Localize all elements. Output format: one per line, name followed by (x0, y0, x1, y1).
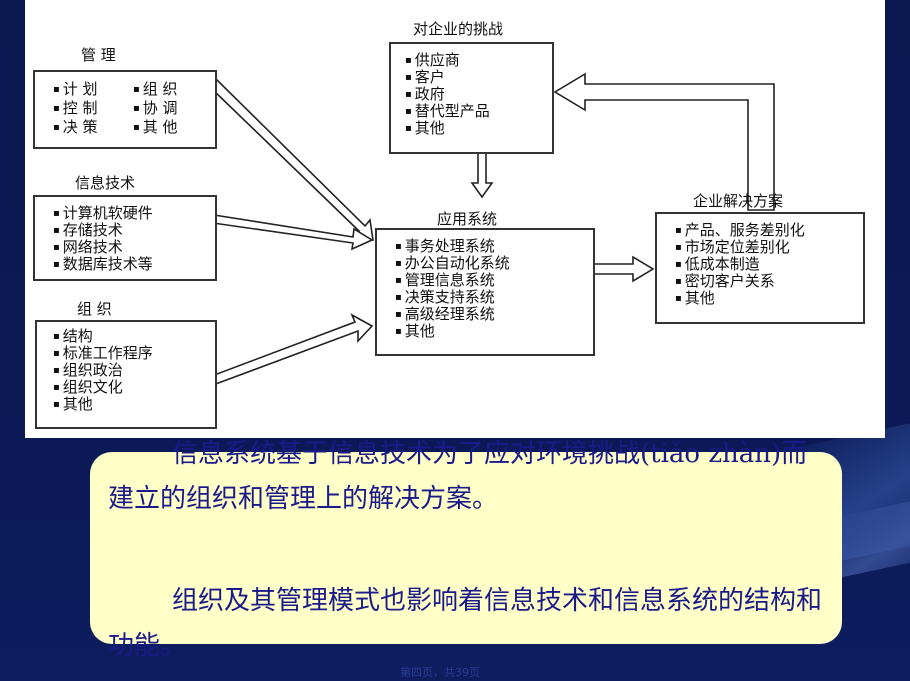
management-item: 协 调 (133, 99, 223, 118)
paragraph-definition: 信息系统基于信息技术为了应对环境挑战(tiǎo zhàn)而建立的组织和管理上的… (108, 439, 808, 514)
paragraph-influence: 组织及其管理模式也影响着信息技术和信息系统的结构和功能。 (108, 586, 823, 661)
organization-item: 其他 (53, 396, 153, 413)
challenges-item: 供应商 (405, 52, 490, 69)
arrow-challenge-down (470, 149, 494, 199)
solutions-item: 密切客户关系 (675, 273, 805, 290)
arrow-loop (553, 72, 775, 211)
challenges-item: 政府 (405, 86, 490, 103)
arrow-to-solutions (592, 255, 655, 283)
solutions-item: 市场定位差别化 (675, 239, 805, 256)
solutions-item: 低成本制造 (675, 256, 805, 273)
challenges-item: 其他 (405, 120, 490, 137)
diagram-arrows (207, 72, 775, 387)
diagram-panel: 管 理 计 划 组 织 控 制 协 调 决 策 其 他 信息技术 计算机软硬件 … (25, 0, 885, 438)
solutions-title: 企业解决方案 (693, 192, 784, 210)
applications-item: 事务处理系统 (395, 238, 510, 255)
challenges-title: 对企业的挑战 (413, 20, 504, 38)
applications-box: 事务处理系统 办公自动化系统 管理信息系统 决策支持系统 高级经理系统 其他 (375, 228, 595, 356)
management-item: 控 制 (53, 99, 133, 118)
management-item: 计 划 (53, 80, 133, 99)
applications-title: 应用系统 (437, 210, 498, 228)
challenges-box: 供应商 客户 政府 替代型产品 其他 (389, 42, 554, 154)
management-item: 决 策 (53, 118, 133, 137)
it-item: 存储技术 (53, 222, 153, 239)
arrow-management (209, 78, 374, 242)
challenges-item: 客户 (405, 69, 490, 86)
it-item: 网络技术 (53, 239, 153, 256)
it-box: 计算机软硬件 存储技术 网络技术 数据库技术等 (33, 195, 217, 281)
solutions-item: 产品、服务差别化 (675, 222, 805, 239)
organization-box: 结构 标准工作程序 组织政治 组织文化 其他 (35, 320, 217, 429)
arrow-organization (207, 313, 374, 387)
organization-title: 组 织 (77, 300, 112, 318)
solutions-item: 其他 (675, 290, 805, 307)
it-item: 数据库技术等 (53, 256, 153, 273)
management-box: 计 划 组 织 控 制 协 调 决 策 其 他 (33, 70, 217, 149)
applications-item: 管理信息系统 (395, 272, 510, 289)
solutions-box: 产品、服务差别化 市场定位差别化 低成本制造 密切客户关系 其他 (655, 212, 865, 324)
arrow-it (212, 214, 374, 251)
applications-item: 其他 (395, 323, 510, 340)
management-title: 管 理 (81, 46, 116, 64)
applications-item: 高级经理系统 (395, 306, 510, 323)
organization-item: 组织政治 (53, 362, 153, 379)
page-footer: 第四页，共39页 (400, 666, 480, 679)
it-title: 信息技术 (75, 174, 136, 192)
management-item: 其 他 (133, 118, 223, 137)
callout-box (90, 452, 842, 644)
organization-item: 标准工作程序 (53, 345, 153, 362)
challenges-item: 替代型产品 (405, 103, 490, 120)
it-item: 计算机软硬件 (53, 205, 153, 222)
organization-item: 组织文化 (53, 379, 153, 396)
management-item: 组 织 (133, 80, 223, 99)
applications-item: 办公自动化系统 (395, 255, 510, 272)
applications-item: 决策支持系统 (395, 289, 510, 306)
organization-item: 结构 (53, 328, 153, 345)
